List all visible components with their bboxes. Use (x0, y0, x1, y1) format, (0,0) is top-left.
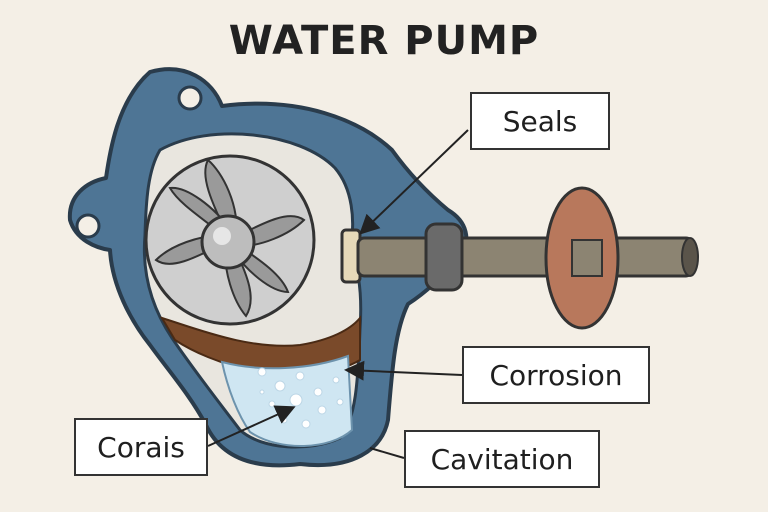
bolt-hole-top (177, 85, 203, 111)
bolt-hole-left (75, 213, 101, 239)
seals-label: Seals (470, 92, 610, 150)
water-pool (220, 354, 354, 448)
cavitation-bubbles (257, 367, 344, 429)
corrosion-arrow (344, 360, 463, 381)
bearing-collar (424, 222, 464, 292)
seals-arrow (359, 129, 469, 235)
corrosion-label: Corrosion (462, 346, 650, 404)
corais-label: Corais (74, 418, 208, 476)
pulley-hub (544, 186, 620, 330)
cavitation-label: Cavitation (404, 430, 600, 488)
shaft-end (681, 237, 699, 277)
diagram-title: WATER PUMP (228, 18, 540, 64)
drive-shaft (356, 236, 694, 278)
cavitation-arrow (369, 447, 405, 459)
impeller (144, 154, 316, 326)
corais-arrow (207, 405, 296, 447)
